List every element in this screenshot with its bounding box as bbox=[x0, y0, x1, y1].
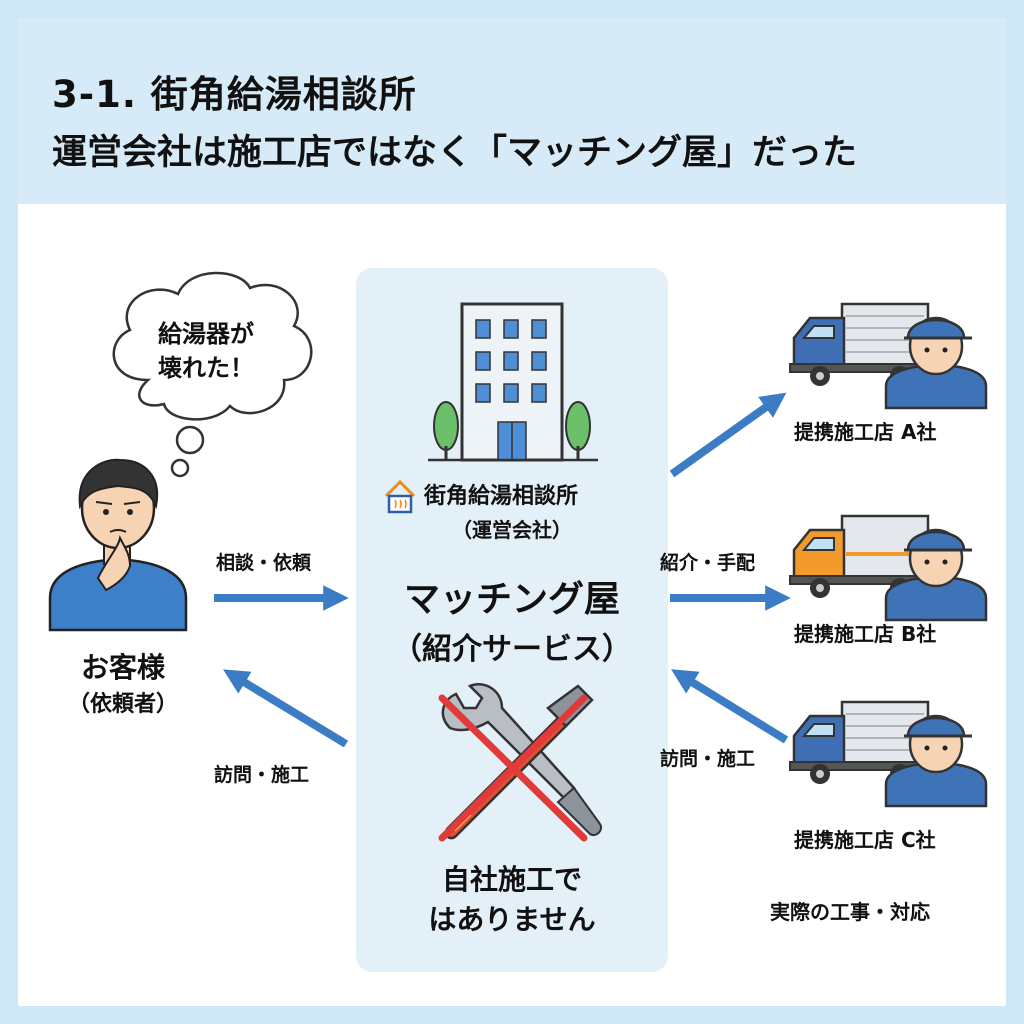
diagram-frame: 3-1. 街角給湯相談所 運営会社は施工店ではなく「マッチング屋」だった bbox=[18, 18, 1006, 1006]
page-title: 3-1. 街角給湯相談所 bbox=[52, 73, 417, 116]
diagram-graphics bbox=[48, 271, 988, 842]
tools-crossed-icon bbox=[438, 683, 602, 842]
page-subtitle: 運営会社は施工店ではなく「マッチング屋」だった bbox=[52, 133, 858, 173]
no-construction-line1: 自社施工で bbox=[441, 863, 582, 896]
matching-type-desc: （紹介サービス） bbox=[392, 632, 632, 667]
office-building-icon bbox=[428, 302, 598, 462]
truck-worker-a-icon bbox=[789, 302, 988, 410]
partner-b-label: 提携施工店 B社 bbox=[794, 622, 937, 646]
partner-c-label: 提携施工店 C社 bbox=[794, 828, 936, 852]
truck-worker-c-icon bbox=[789, 700, 988, 808]
right-visit-arrow bbox=[671, 669, 789, 744]
refer-label: 紹介・手配 bbox=[660, 552, 756, 574]
truck-worker-b-icon bbox=[789, 514, 988, 622]
left-visit-arrow bbox=[223, 669, 349, 748]
house-logo-icon bbox=[384, 479, 416, 514]
customer-person-icon bbox=[48, 458, 188, 632]
customer-name: お客様 bbox=[80, 651, 165, 684]
customer-role: （依頼者） bbox=[67, 692, 178, 717]
thought-text-line2: 壊れた！ bbox=[158, 354, 254, 382]
thought-bubble bbox=[112, 271, 313, 478]
company-name: 街角給湯相談所 bbox=[424, 484, 579, 509]
header-banner: 3-1. 街角給湯相談所 運営会社は施工店ではなく「マッチング屋」だった bbox=[18, 18, 1006, 204]
refer-arrow-a bbox=[669, 392, 787, 478]
left-visit-label: 訪問・施工 bbox=[214, 764, 310, 786]
matching-type-label: マッチング屋 bbox=[403, 579, 620, 620]
no-construction-line2: はありません bbox=[428, 903, 596, 936]
right-visit-label: 訪問・施工 bbox=[660, 748, 756, 770]
thought-text-line1: 給湯器が bbox=[158, 320, 254, 348]
company-role: （運営会社） bbox=[452, 518, 572, 542]
partner-a-label: 提携施工店 A社 bbox=[794, 420, 937, 444]
request-label: 相談・依頼 bbox=[216, 552, 312, 574]
footer-note: 実際の工事・対応 bbox=[770, 900, 930, 924]
